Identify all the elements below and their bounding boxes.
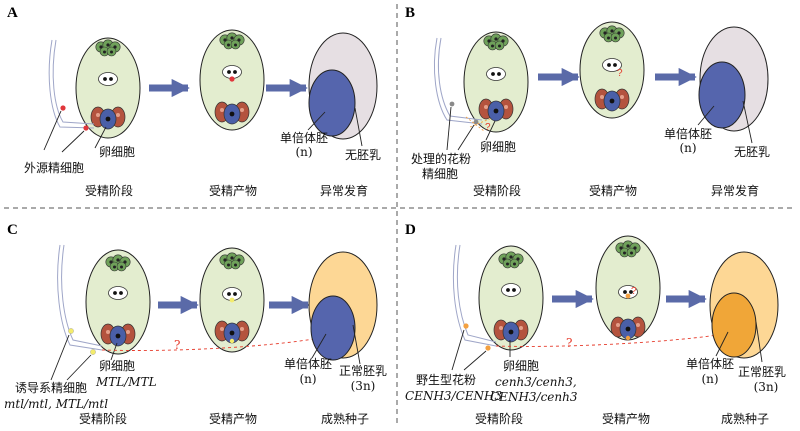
embryo-ploidy: (n) xyxy=(701,372,719,386)
svg-text:?: ? xyxy=(485,122,491,133)
stage-label: 异常发育 xyxy=(319,184,368,198)
endosperm-label: 正常胚乳 xyxy=(339,364,388,378)
panel-letter-d: D xyxy=(405,222,416,238)
egg-cell-label: 卵细胞 xyxy=(99,359,136,373)
pollen-tube xyxy=(57,244,103,351)
stage-label: 受精阶段 xyxy=(78,412,127,426)
endosperm-label: 无胚乳 xyxy=(734,145,771,159)
sperm-cell xyxy=(83,125,89,131)
egg-genotype: MTL/MTL xyxy=(96,375,157,389)
stage-label: 受精阶段 xyxy=(472,184,521,198)
question-mark: ? xyxy=(174,338,181,352)
pollen-tube xyxy=(48,39,95,129)
sperm-cell xyxy=(90,349,96,355)
panel-letter-b: B xyxy=(405,5,416,21)
inducer-sperm-label: 诱导系精细胞 xyxy=(15,381,88,395)
wild-type-pollen-label: 野生型花粉 xyxy=(416,373,477,387)
stage-label: 受精产物 xyxy=(601,412,650,426)
stage-label: 受精阶段 xyxy=(84,184,133,198)
pollen-label: 处理的花粉 xyxy=(411,152,472,166)
stage-label: 受精阶段 xyxy=(474,412,523,426)
stage-label: 成熟种子 xyxy=(720,412,769,426)
haploid-embryo xyxy=(711,292,757,358)
egg-genotype-2: CENH3/cenh3 xyxy=(490,390,578,404)
sperm-cell xyxy=(68,328,74,334)
egg-genotype-1: cenh3/cenh3, xyxy=(495,375,577,389)
haploid-embryo xyxy=(310,295,356,361)
pollen-tube xyxy=(433,37,483,125)
panel-d-graphics: ? xyxy=(451,235,779,371)
stage-label: 受精产物 xyxy=(588,184,637,198)
stage-label: 成熟种子 xyxy=(320,412,369,426)
stage-label: 受精产物 xyxy=(208,412,257,426)
endosperm-ploidy: (3n) xyxy=(753,380,779,394)
sperm-cell-label: 精细胞 xyxy=(422,167,459,181)
egg-cell-label: 卵细胞 xyxy=(503,359,540,373)
ploidy-label: (n) xyxy=(679,141,697,155)
sperm-cell xyxy=(463,323,469,329)
haploid-embryo-label: 单倍体胚 xyxy=(283,357,332,371)
svg-text:?: ? xyxy=(631,286,637,297)
question-mark: ? xyxy=(566,336,573,350)
sperm-cell xyxy=(473,119,479,125)
haploid-embryo xyxy=(308,69,356,137)
haploid-embryo xyxy=(698,61,746,129)
pollen-tube xyxy=(452,244,497,347)
sperm-cell-label: 外源精细胞 xyxy=(24,161,85,175)
endosperm-label: 正常胚乳 xyxy=(738,365,787,379)
panel-b-graphics: ? ? xyxy=(433,21,769,151)
egg-cell-label: 卵细胞 xyxy=(480,140,517,154)
sperm-cell xyxy=(449,101,455,107)
stage-label: 受精产物 xyxy=(208,184,257,198)
haploid-embryo-label: 单倍体胚 xyxy=(279,131,328,145)
egg-cell-label: 卵细胞 xyxy=(99,145,136,159)
haploid-embryo-label: 单倍体胚 xyxy=(685,357,734,371)
haploid-embryo-label: 单倍体胚 xyxy=(663,127,712,141)
stage-label: 异常发育 xyxy=(710,184,759,198)
sperm-cell xyxy=(485,345,491,351)
endosperm-label: 无胚乳 xyxy=(345,148,382,162)
inducer-genotype: mtl/mtl, MTL/mtl xyxy=(4,397,109,411)
panel-letter-a: A xyxy=(7,5,18,21)
panel-a-graphics xyxy=(43,29,378,153)
sperm-cell xyxy=(60,105,66,111)
endosperm-ploidy: (3n) xyxy=(350,379,376,393)
embryo-ploidy: (n) xyxy=(299,372,317,386)
pollen-genotype: CENH3/CENH3 xyxy=(405,389,503,403)
ploidy-label: (n) xyxy=(295,145,313,159)
svg-text:?: ? xyxy=(617,68,623,79)
panel-c-graphics xyxy=(50,244,378,381)
panel-letter-c: C xyxy=(7,222,18,238)
